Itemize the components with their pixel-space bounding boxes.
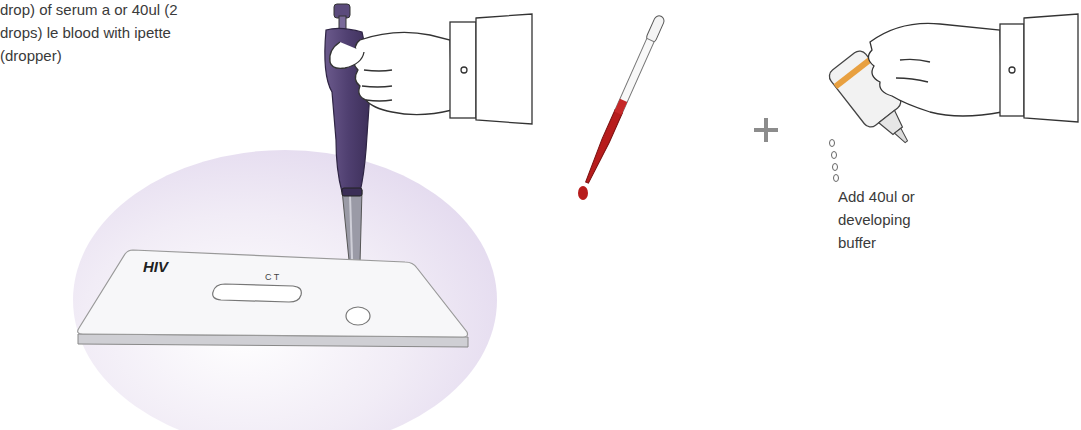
blood-drop [578, 186, 588, 200]
cassette-body [78, 250, 468, 337]
sample-well [346, 307, 370, 325]
cassette-outline [75, 246, 470, 350]
hand [330, 32, 452, 114]
sleeve-cuff [1000, 14, 1078, 122]
sleeve-cuff [450, 14, 532, 124]
background-disc [73, 150, 497, 430]
instruction-text: drop) of serum a or 40ul (2 drops) le bl… [0, 0, 200, 67]
test-cassette: HIV C T [75, 246, 470, 350]
result-window [213, 284, 302, 302]
buffer-drops [830, 140, 839, 182]
device-label: HIV [143, 258, 168, 275]
plus-sign [754, 118, 778, 142]
hand [868, 23, 1002, 116]
window-marks: C T [265, 272, 279, 282]
instruction-text: Add 40ul or developing buffer [838, 185, 942, 254]
dropper [582, 14, 665, 184]
